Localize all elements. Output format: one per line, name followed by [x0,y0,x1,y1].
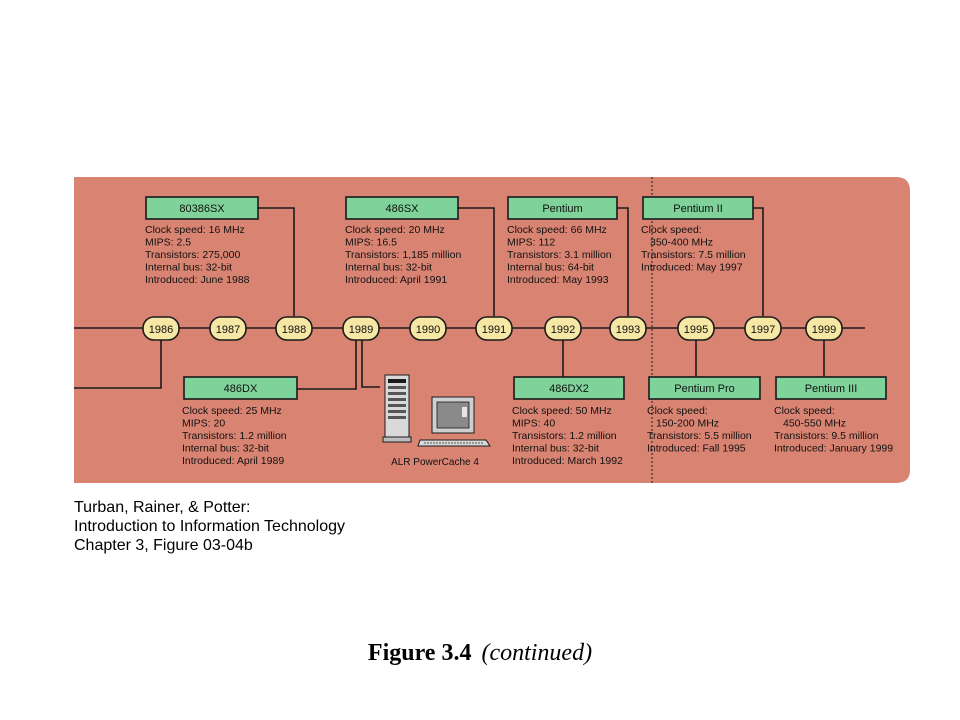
figure-continued: (continued) [481,640,593,666]
spec-line: 450-550 MHz [783,418,846,430]
spec-line: 150-200 MHz [656,418,719,430]
figure-number: Figure 3.4 [367,640,472,666]
chip-name: Pentium [542,203,582,215]
spec-line: Internal bus: 32-bit [512,443,599,455]
spec-line: Clock speed: [647,405,708,417]
spec-line: MIPS: 2.5 [145,237,191,249]
spec-line: Clock speed: [774,405,835,417]
spec-line: Transistors: 9.5 million [774,430,879,442]
spec-line: Introduced: April 1989 [182,455,284,467]
spec-line: Clock speed: [641,224,702,236]
spec-line: Clock speed: 25 MHz [182,405,282,417]
chip-box-486dx: 486DX [183,376,298,400]
spec-line: Introduced: May 1997 [641,262,743,274]
chip-box-486dx2: 486DX2 [513,376,625,400]
spec-line: Transistors: 1,185 million [345,249,461,261]
spec-line: Clock speed: 66 MHz [507,224,607,236]
year-marker-1999: 1999 [805,316,843,341]
spec-line: MIPS: 20 [182,418,225,430]
spec-line: Introduced: Fall 1995 [647,443,746,455]
year-label: 1988 [282,324,306,336]
spec-line: Transistors: 1.2 million [512,430,617,442]
chip-name: Pentium Pro [674,383,735,395]
year-marker-1986: 1986 [142,316,180,341]
year-marker-1988: 1988 [275,316,313,341]
chip-box-pentium-ii: Pentium II [642,196,754,220]
year-label: 1991 [482,324,506,336]
year-label: 1999 [812,324,836,336]
spec-line: Introduced: March 1992 [512,455,623,467]
spec-line: Introduced: April 1991 [345,274,447,286]
chip-name: Pentium III [805,383,858,395]
chip-box-486sx: 486SX [345,196,459,220]
caption-line-3: Chapter 3, Figure 03-04b [74,537,253,554]
chip-boxes: 80386SX 486SX Pentium Pentium II 486DX 486DX2… [145,196,887,400]
year-label: 1993 [616,324,640,336]
spec-line: Introduced: June 1988 [145,274,250,286]
figure-title: Figure 3.4 (continued) [0,640,960,667]
year-label: 1987 [216,324,240,336]
chip-box-80386sx: 80386SX [145,196,259,220]
chip-name: 486DX2 [549,383,589,395]
spec-line: Internal bus: 32-bit [145,262,232,274]
year-label: 1995 [684,324,708,336]
chip-name: Pentium II [673,203,723,215]
spec-line: Transistors: 5.5 million [647,430,752,442]
year-marker-1995: 1995 [677,316,715,341]
spec-line: Clock speed: 16 MHz [145,224,245,236]
year-label: 1992 [551,324,575,336]
chip-box-pentium-pro: Pentium Pro [648,376,761,400]
source-caption: Turban, Rainer, & Potter: Introduction t… [74,498,345,555]
spec-line: Clock speed: 50 MHz [512,405,612,417]
computer-illustration [382,374,491,447]
spec-line: MIPS: 16.5 [345,237,397,249]
spec-line: Introduced: January 1999 [774,443,893,455]
year-marker-1987: 1987 [209,316,247,341]
computer-label: ALR PowerCache 4 [391,457,479,468]
year-label: 1986 [149,324,173,336]
spec-line: Clock speed: 20 MHz [345,224,445,236]
spec-line: 350-400 MHz [650,237,713,249]
year-marker-1991: 1991 [475,316,513,341]
spec-line: Transistors: 1.2 million [182,430,287,442]
year-marker-1989: 1989 [342,316,380,341]
year-marker-1990: 1990 [409,316,447,341]
chip-box-pentium: Pentium [507,196,618,220]
year-markers: 1986 1987 1988 1989 1990 1991 1992 1993 1995 1997… [142,316,843,341]
caption-line-1: Turban, Rainer, & Potter: [74,499,251,516]
year-marker-1993: 1993 [609,316,647,341]
chip-box-pentium-iii: Pentium III [775,376,887,400]
chip-name: 486SX [385,203,419,215]
year-label: 1997 [751,324,775,336]
year-marker-1997: 1997 [744,316,782,341]
caption-line-2: Introduction to Information Technology [74,518,345,535]
spec-line: Internal bus: 64-bit [507,262,594,274]
chip-name: 80386SX [179,203,225,215]
connector-lines [74,207,865,390]
spec-line: Introduced: May 1993 [507,274,609,286]
spec-line: MIPS: 40 [512,418,555,430]
spec-line: Transistors: 275,000 [145,249,240,261]
chip-name: 486DX [224,383,258,395]
spec-line: Transistors: 3.1 million [507,249,612,261]
year-label: 1990 [416,324,440,336]
spec-line: Transistors: 7.5 million [641,249,746,261]
year-marker-1992: 1992 [544,316,582,341]
year-label: 1989 [349,324,373,336]
spec-line: MIPS: 112 [507,237,555,249]
spec-line: Internal bus: 32-bit [182,443,269,455]
spec-line: Internal bus: 32-bit [345,262,432,274]
